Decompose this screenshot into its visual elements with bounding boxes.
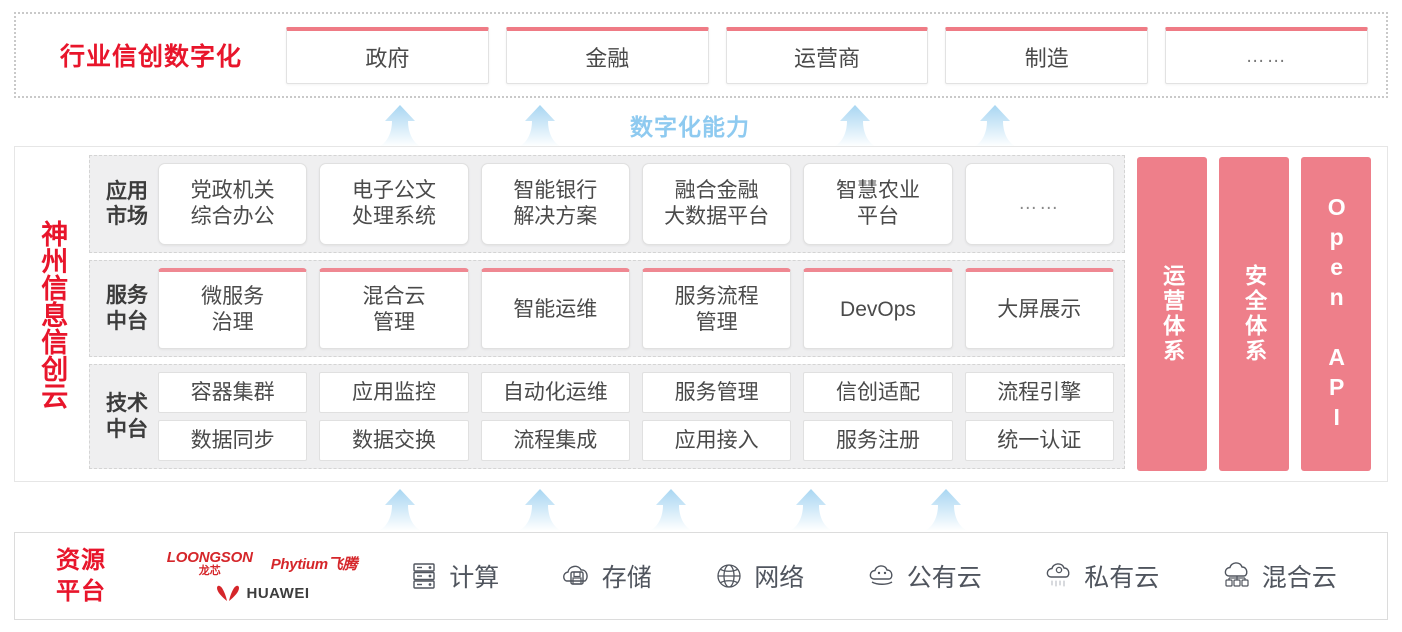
row-technology-middle-platform: 技术 中台 容器集群 应用监控 自动化运维 服务管理 信创适配 流程引擎	[89, 364, 1125, 469]
cell-fusion-finance-bigdata[interactable]: 融合金融 大数据平台	[641, 163, 792, 245]
industry-band-title: 行业信创数字化	[59, 43, 242, 71]
resource-item-label: 混合云	[1261, 564, 1337, 592]
resource-item-hybrid-cloud[interactable]: 混合云	[1220, 558, 1337, 594]
side-panel-security-system[interactable]: 安全体系	[1219, 157, 1289, 471]
row-label-technology-middle-platform: 技术 中台	[106, 392, 148, 441]
up-arrow-icon	[924, 489, 968, 531]
tech-cell-line-2: 数据同步 数据交换 流程集成 应用接入 服务注册 统一认证	[158, 420, 1114, 461]
up-arrow-icon	[789, 489, 833, 531]
up-arrow-icon	[973, 105, 1017, 147]
loongson-logo: LOONGSON 龙芯	[166, 549, 253, 577]
cell-application-access[interactable]: 应用接入	[641, 420, 792, 461]
resource-item-label: 存储	[601, 564, 652, 592]
cell-service-process-management[interactable]: 服务流程 管理	[641, 268, 792, 349]
resource-item-label: 计算	[449, 564, 500, 592]
cell-application-monitoring[interactable]: 应用监控	[319, 372, 469, 413]
up-arrow-icon	[833, 105, 877, 147]
up-arrow-icon	[378, 105, 422, 147]
cell-service-registry[interactable]: 服务注册	[803, 420, 953, 461]
up-arrow-icon	[378, 489, 422, 531]
industry-box-government[interactable]: 政府	[286, 26, 489, 84]
cell-process-integration[interactable]: 流程集成	[480, 420, 630, 461]
network-globe-icon	[717, 564, 741, 588]
huawei-flower-icon	[216, 585, 239, 601]
up-arrow-icon	[518, 489, 562, 531]
resource-item-network[interactable]: 网络	[712, 558, 804, 594]
row-cells-service-middle-platform: 微服务 治理 混合云 管理 智能运维	[158, 268, 1114, 349]
row-cells-application-market: 党政机关 综合办公 电子公文 处理系统 智能银行	[158, 163, 1114, 245]
cell-automated-ops[interactable]: 自动化运维	[480, 372, 630, 413]
cell-application-market-more[interactable]: ……	[964, 163, 1114, 245]
industry-box-manufacturing[interactable]: 制造	[945, 26, 1149, 84]
industry-box-more[interactable]: ……	[1165, 26, 1368, 84]
row-cells-technology-middle-platform: 容器集群 应用监控 自动化运维 服务管理 信创适配 流程引擎 数据同步 数据交换…	[158, 372, 1114, 461]
server-rack-icon	[413, 563, 435, 589]
resource-item-label: 私有云	[1084, 564, 1160, 592]
cell-container-cluster[interactable]: 容器集群	[158, 372, 308, 413]
cell-microservice-governance[interactable]: 微服务 治理	[158, 268, 308, 349]
tech-cell-line-1: 容器集群 应用监控 自动化运维 服务管理 信创适配 流程引擎	[158, 372, 1114, 413]
industry-box-list: 政府 金融 运营商 制造 ……	[286, 26, 1386, 84]
cloud-storage-icon	[562, 565, 588, 585]
row-label-application-market: 应用 市场	[106, 179, 148, 228]
resource-item-compute[interactable]: 计算	[407, 558, 499, 594]
side-panel-operation-system[interactable]: 运营体系	[1137, 157, 1207, 471]
vendor-logo-line-1: LOONGSON 龙芯 Phytium飞腾	[166, 549, 358, 577]
cell-devops[interactable]: DevOps	[803, 268, 953, 349]
phytium-logo: Phytium飞腾	[270, 556, 358, 573]
private-cloud-icon	[1046, 563, 1070, 587]
resource-item-private-cloud[interactable]: 私有云	[1042, 558, 1159, 594]
resource-item-label: 网络	[754, 564, 805, 592]
resource-item-public-cloud[interactable]: 公有云	[865, 558, 982, 594]
cloud-platform-title-wrap: 神州信息信创云	[15, 147, 89, 481]
industry-box-operator[interactable]: 运营商	[725, 26, 929, 84]
cell-e-document-system[interactable]: 电子公文 处理系统	[319, 163, 469, 245]
huawei-logo: HUAWEI	[215, 584, 310, 602]
vendor-logo-list: LOONGSON 龙芯 Phytium飞腾 HUAWEI	[147, 550, 377, 602]
cell-data-exchange[interactable]: 数据交换	[319, 420, 469, 461]
cloud-platform-title: 神州信息信创云	[37, 219, 68, 409]
row-application-market: 应用 市场 党政机关 综合办公 电子公文	[89, 155, 1125, 253]
up-arrow-icon	[518, 105, 562, 147]
cloud-row-list: 应用 市场 党政机关 综合办公 电子公文	[89, 155, 1125, 473]
cell-service-management[interactable]: 服务管理	[641, 372, 792, 413]
hybrid-cloud-icon	[1224, 562, 1249, 587]
cell-unified-authentication[interactable]: 统一认证	[964, 420, 1114, 461]
resource-item-list: 计算 存储	[377, 558, 1387, 594]
cell-hybrid-cloud-management[interactable]: 混合云 管理	[319, 268, 469, 349]
resource-item-label: 公有云	[906, 564, 982, 592]
resource-item-storage[interactable]: 存储	[560, 558, 652, 594]
capability-arrow-strip-top: 数字化能力	[0, 100, 1402, 148]
cell-intelligent-ops[interactable]: 智能运维	[480, 268, 630, 349]
cell-smart-agriculture-platform[interactable]: 智慧农业 平台	[803, 163, 953, 245]
cloud-platform-body: 应用 市场 党政机关 综合办公 电子公文	[89, 147, 1387, 481]
resource-arrow-strip-bottom	[0, 484, 1402, 532]
cloud-side-panel-list: 运营体系 安全体系 Open API	[1125, 155, 1377, 473]
industry-band: 行业信创数字化 政府 金融 运营商 制造 ……	[14, 12, 1388, 98]
cell-party-government-office[interactable]: 党政机关 综合办公	[158, 163, 308, 245]
cell-process-engine[interactable]: 流程引擎	[964, 372, 1114, 413]
resource-platform-title: 资源 平台	[56, 546, 106, 605]
capability-label: 数字化能力	[630, 114, 750, 140]
side-panel-open-api[interactable]: Open API	[1301, 157, 1371, 471]
row-label-service-middle-platform: 服务 中台	[106, 284, 148, 333]
industry-box-finance[interactable]: 金融	[505, 26, 709, 84]
cell-data-sync[interactable]: 数据同步	[158, 420, 308, 461]
cloud-platform-panel: 神州信息信创云 应用 市场 党政机关 综合办公	[14, 146, 1388, 482]
up-arrow-icon	[649, 489, 693, 531]
resource-platform-panel: 资源 平台 LOONGSON 龙芯 Phytium飞腾 HUAWEI	[14, 532, 1388, 620]
public-cloud-icon	[869, 565, 893, 585]
cell-smart-bank-solution[interactable]: 智能银行 解决方案	[480, 163, 630, 245]
cell-xinchuang-adaptation[interactable]: 信创适配	[803, 372, 953, 413]
cell-large-screen-display[interactable]: 大屏展示	[964, 268, 1114, 349]
row-service-middle-platform: 服务 中台 微服务 治理 混合云 管	[89, 260, 1125, 357]
